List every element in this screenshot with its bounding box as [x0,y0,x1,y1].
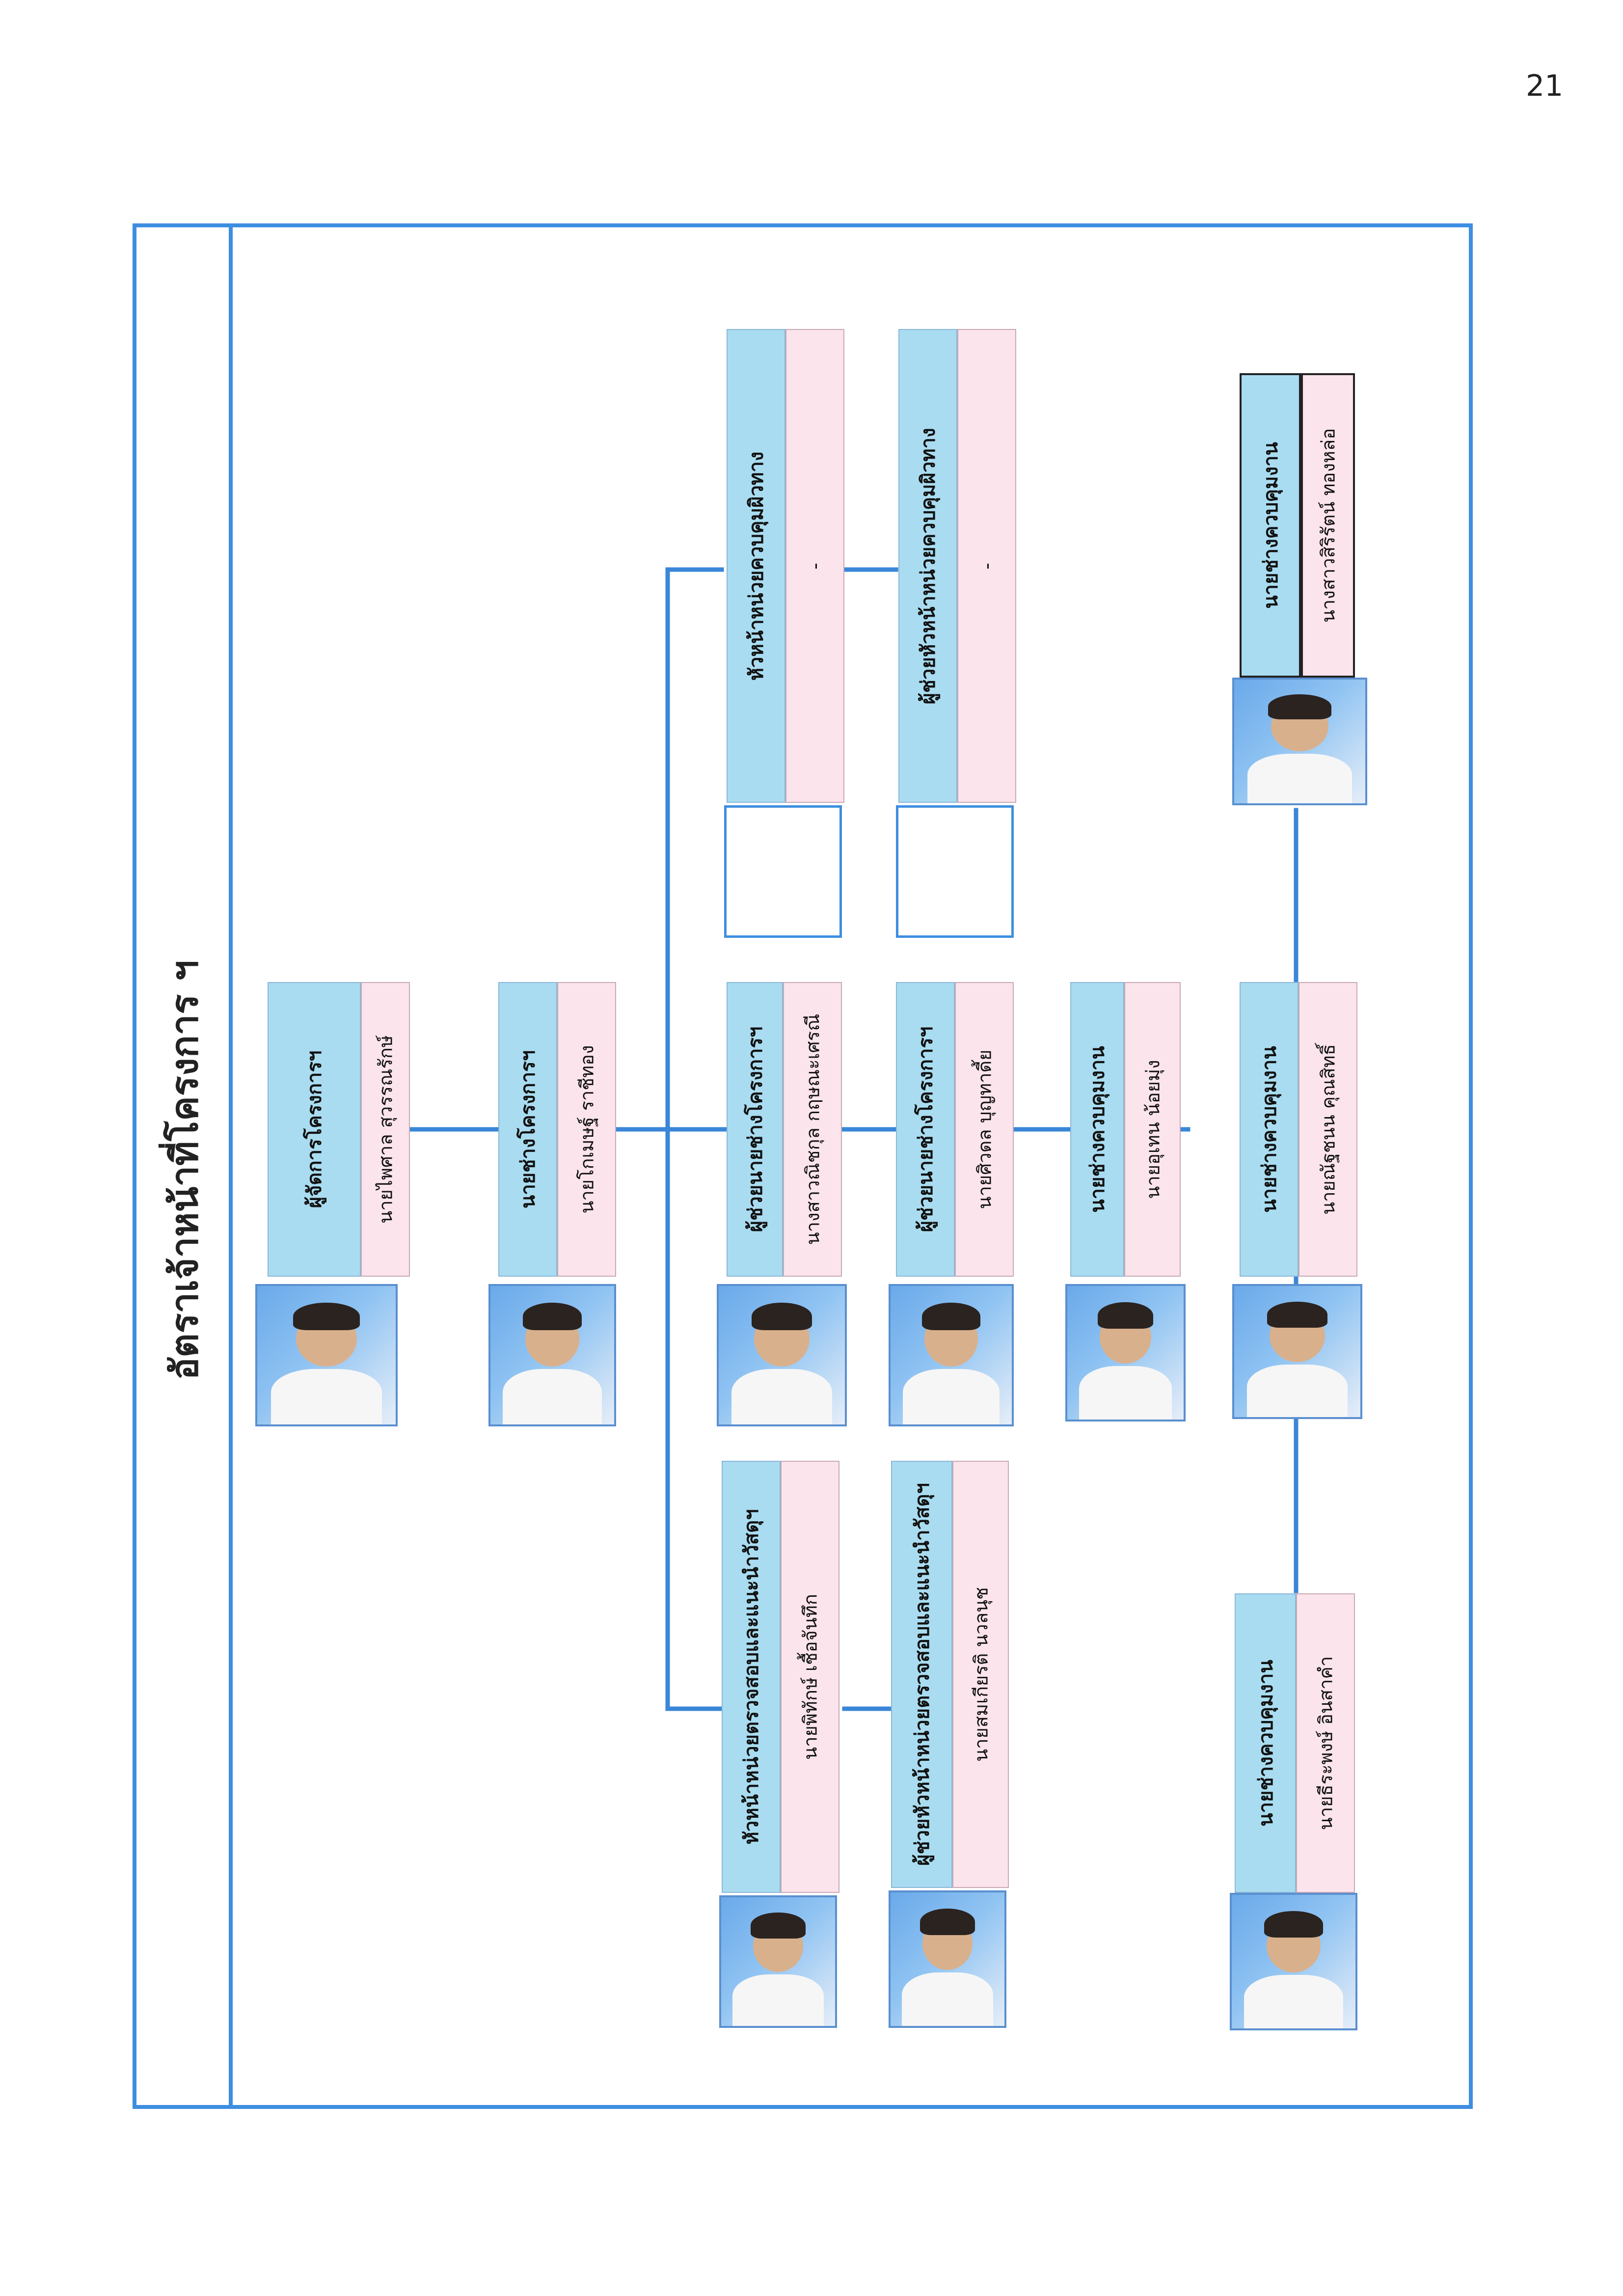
staff-photo [717,1284,847,1426]
staff-photo [255,1284,398,1426]
photo-placeholder [724,805,842,938]
position-name-band: นายสมเกียรติ นวลนุช [952,1461,1009,1888]
position-role: นายช่างควบคุมงาน [1259,442,1282,609]
person-name: นางสาวณิชกุล กฤษณะเศรณี [802,1013,824,1245]
uniform-shape [1244,1975,1343,2028]
uniform-shape [731,1369,833,1424]
position-role: ผู้ช่วยนายช่างโครงการฯ [744,1026,767,1232]
person-name: นางสาวสิริรัตน์ ทองหล่อ [1317,428,1339,623]
person-name: นายธีระพงษ์ อินสาคำ [1315,1656,1337,1831]
position-role: ผู้ช่วยหัวหน้าหน่วยตรวจสอบและแนะนำวัสดุฯ [911,1483,934,1866]
position-name-band: นายโกเมษฐ์ ราชีทอง [557,982,616,1277]
uniform-shape [503,1369,602,1424]
position-role-band: หัวหน้าหน่วยตรวจสอบและแนะนำวัสดุฯ [722,1461,781,1893]
position-role-band: ผู้จัดการโครงการฯ [268,982,361,1277]
position-role: นายช่างควบคุมงาน [1254,1660,1277,1827]
hair-shape [1264,1911,1324,1938]
position-name-band: นายธีระพงษ์ อินสาคำ [1296,1593,1355,1893]
uniform-shape [1079,1366,1172,1420]
staff-photo [1065,1284,1186,1421]
person-name: - [804,562,826,570]
position-name-band: นายไพศาล สุวรรณรักษ์ [361,982,410,1277]
staff-photo [889,1890,1006,2028]
hair-shape [1267,1302,1328,1328]
person-name: นายอุเทน น้อยมุ่ง [1142,1060,1163,1199]
position-name-band: นายณัฐชนน คุณสิทธิ์ [1298,982,1357,1277]
position-name-band: - [957,329,1016,803]
person-name: นายณัฐชนน คุณสิทธิ์ [1317,1044,1339,1215]
hair-shape [922,1302,980,1331]
position-name-band: นางสาวณิชกุล กฤษณะเศรณี [783,982,842,1277]
hair-shape [920,1908,975,1936]
position-role: นายช่างโครงการฯ [517,1050,540,1209]
staff-photo [889,1284,1014,1426]
photo-placeholder [896,805,1014,938]
position-role-band: ผู้ช่วยหัวหน้าหน่วยควบคุมผิวทาง [898,329,957,803]
position-role-band: ผู้ช่วยนายช่างโครงการฯ [896,982,955,1277]
position-role: นายช่างควบคุมงาน [1258,1046,1281,1213]
person-name: นายโกเมษฐ์ ราชีทอง [576,1045,598,1214]
uniform-shape [732,1974,824,2026]
position-role: ผู้จัดการโครงการฯ [303,1050,326,1208]
hair-shape [751,1913,806,1939]
position-role: นายช่างควบคุมงาน [1086,1046,1109,1213]
uniform-shape [1247,754,1352,803]
person-name: นายไพศาล สุวรรณรักษ์ [375,1035,397,1224]
page-number: 21 [1526,69,1564,103]
position-role-band: นายช่างควบคุมงาน [1235,1593,1296,1893]
staff-photo [488,1284,616,1426]
staff-photo [1232,1284,1362,1419]
position-name-band: นายศิวดล บุญทาดี้ย [955,982,1014,1277]
person-name: นายพิทักษ์ เชื้อจันทึก [799,1594,821,1760]
staff-photo [1232,678,1367,805]
hair-shape [522,1302,582,1331]
position-role-band: นายช่างควบคุมงาน [1070,982,1124,1277]
position-name-band: นายอุเทน น้อยมุ่ง [1124,982,1181,1277]
person-name: นายสมเกียรติ นวลนุช [970,1587,992,1762]
position-name-band: - [785,329,844,803]
position-name-band: นางสาวสิริรัตน์ ทองหล่อ [1301,373,1355,678]
uniform-shape [271,1369,382,1424]
position-role: หัวหน้าหน่วยควบคุมผิวทาง [745,451,768,681]
hair-shape [293,1302,360,1331]
person-name: นายศิวดล บุญทาดี้ย [974,1049,996,1209]
hair-shape [1268,694,1331,719]
position-role: ผู้ช่วยหัวหน้าหน่วยควบคุมผิวทาง [917,427,940,705]
position-role-band: ผู้ช่วยหัวหน้าหน่วยตรวจสอบและแนะนำวัสดุฯ [891,1461,952,1888]
position-role: ผู้ช่วยนายช่างโครงการฯ [915,1026,937,1232]
staff-photo [1230,1893,1357,2030]
uniform-shape [1246,1365,1348,1417]
position-name-band: นายพิทักษ์ เชื้อจันทึก [781,1461,839,1893]
position-role-band: หัวหน้าหน่วยควบคุมผิวทาง [727,329,785,803]
uniform-shape [902,1369,1000,1424]
title-band: อัตราเจ้าหน้าที่โครงการ ฯ [136,227,233,2105]
staff-photo [719,1895,837,2028]
position-role-band: นายช่างโครงการฯ [498,982,557,1277]
position-role-band: นายช่างควบคุมงาน [1240,982,1298,1277]
hair-shape [1097,1302,1154,1329]
uniform-shape [902,1972,993,2026]
position-role: หัวหน้าหน่วยตรวจสอบและแนะนำวัสดุฯ [740,1509,763,1845]
person-name: - [976,562,998,570]
hair-shape [751,1302,812,1331]
chart-frame: อัตราเจ้าหน้าที่โครงการ ฯ [133,223,1473,2109]
position-role-band: นายช่างควบคุมงาน [1240,373,1301,678]
page-title: อัตราเจ้าหน้าที่โครงการ ฯ [162,960,206,1380]
position-role-band: ผู้ช่วยนายช่างโครงการฯ [727,982,783,1277]
